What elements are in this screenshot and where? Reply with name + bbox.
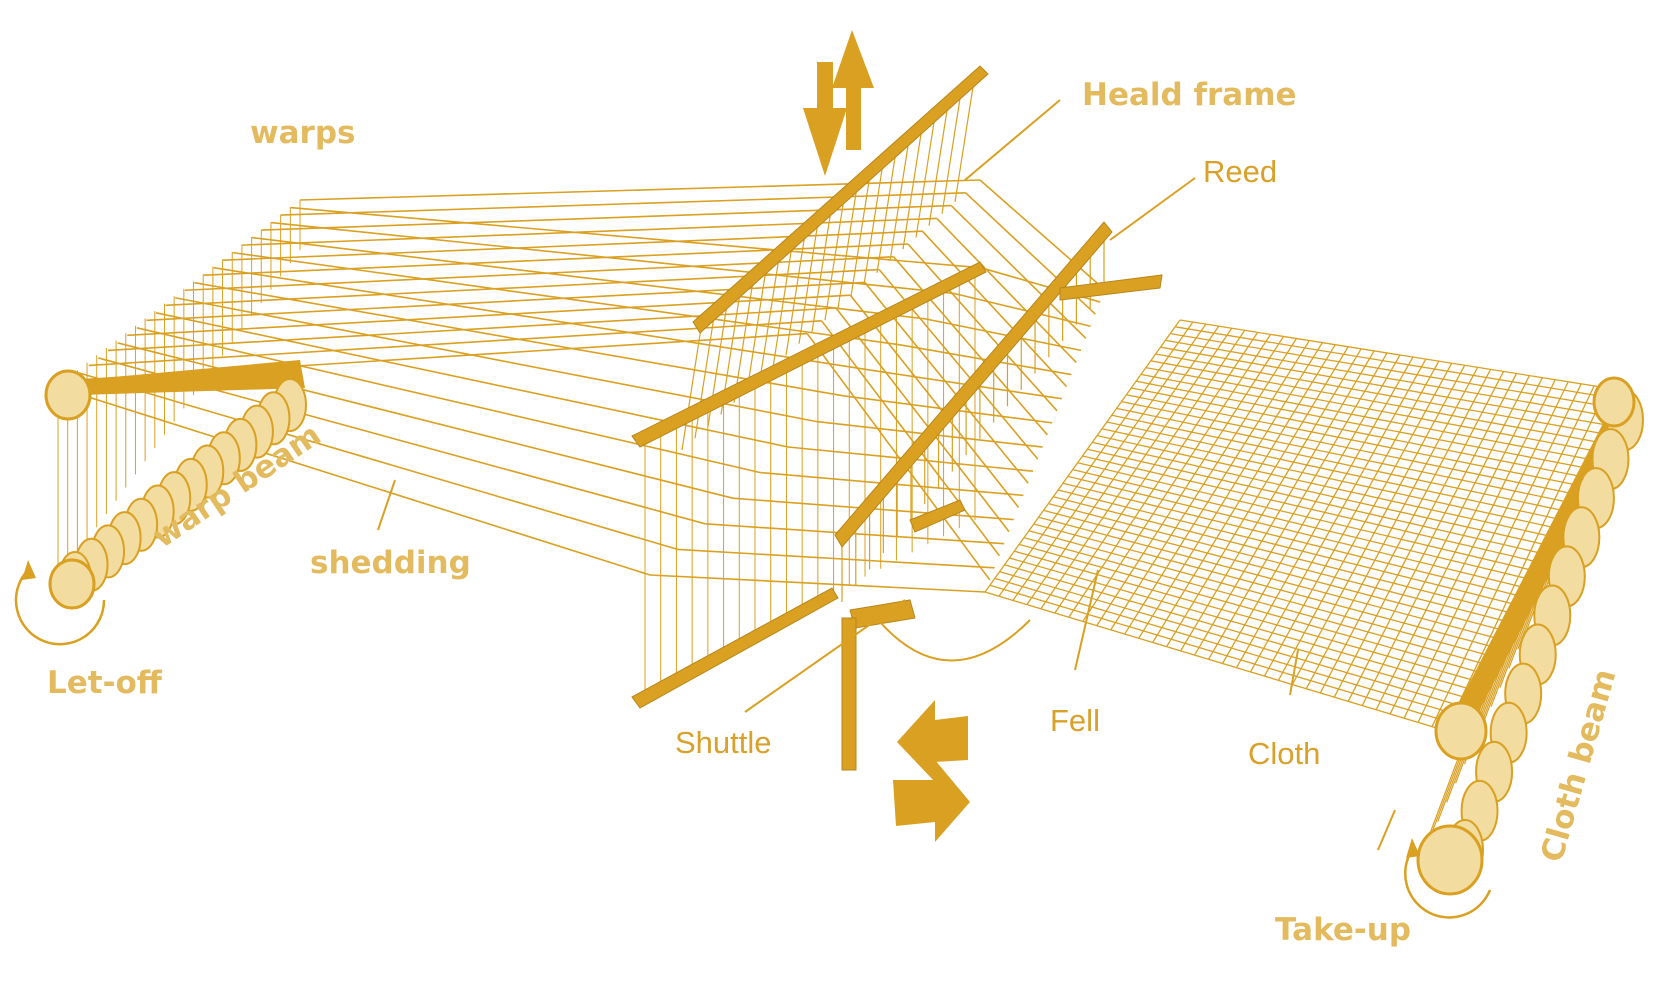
label-heald-frame: Heald frame <box>1082 77 1297 113</box>
label-warps: warps <box>250 115 356 151</box>
left-right-arrows-icon <box>893 700 970 842</box>
label-fell: Fell <box>1050 703 1100 738</box>
leader-lines <box>377 99 1396 851</box>
warp-beam <box>44 360 307 610</box>
let-off-rotation-icon <box>14 560 106 646</box>
cloth-beam <box>1416 376 1644 896</box>
heald-frame <box>631 65 989 709</box>
label-let-off: Let-off <box>47 665 162 701</box>
label-reed: Reed <box>1203 154 1278 189</box>
take-up-rotation-icon <box>1404 838 1492 919</box>
label-shedding: shedding <box>310 545 471 581</box>
up-down-arrows-icon <box>803 30 874 176</box>
warp-threads <box>57 179 1106 593</box>
label-take-up: Take-up <box>1275 912 1412 948</box>
shuttle <box>841 499 966 771</box>
label-shuttle: Shuttle <box>675 725 772 760</box>
label-cloth: Cloth <box>1248 736 1321 771</box>
reed <box>834 221 1163 548</box>
cloth-weave <box>984 319 1626 861</box>
